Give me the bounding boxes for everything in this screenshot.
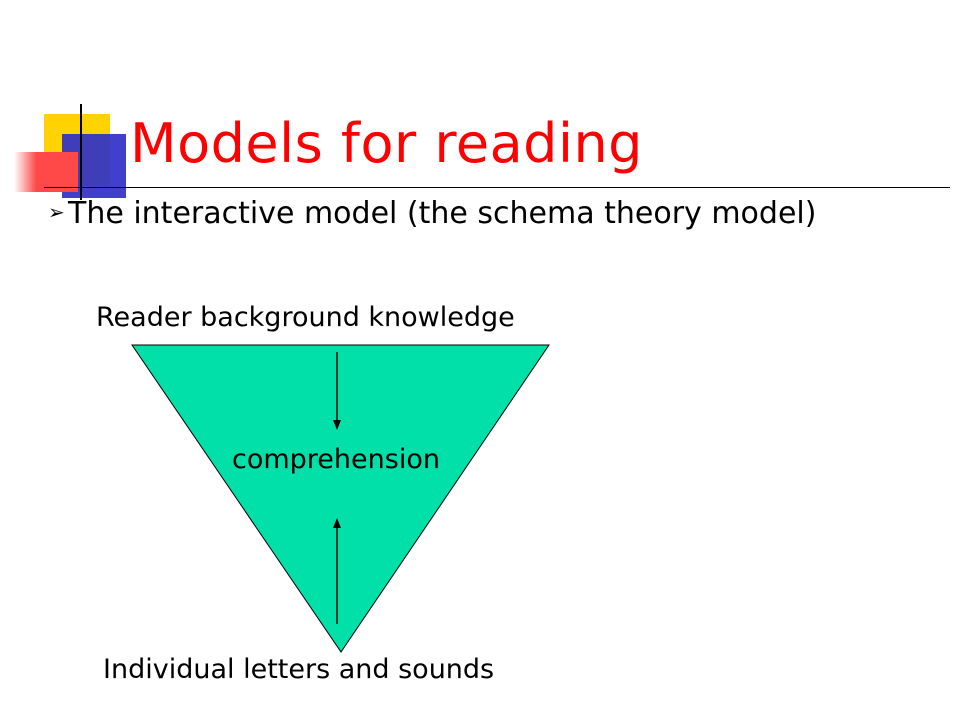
slide-title: Models for reading <box>130 112 643 175</box>
title-underline-rule <box>44 187 950 188</box>
up-arrow-head <box>333 518 341 528</box>
inverted-triangle <box>131 344 550 653</box>
bullet-arrow-icon: ➢ <box>48 200 65 224</box>
top-label: Reader background knowledge <box>96 302 515 333</box>
down-arrow-head <box>333 420 341 430</box>
bullet-item: ➢The interactive model (the schema theor… <box>48 196 816 231</box>
bottom-label: Individual letters and sounds <box>103 654 495 685</box>
bullet-text: The interactive model (the schema theory… <box>68 196 817 231</box>
vertical-rule <box>80 104 82 200</box>
center-label: comprehension <box>232 444 440 475</box>
red-bar-decoration <box>14 152 78 192</box>
